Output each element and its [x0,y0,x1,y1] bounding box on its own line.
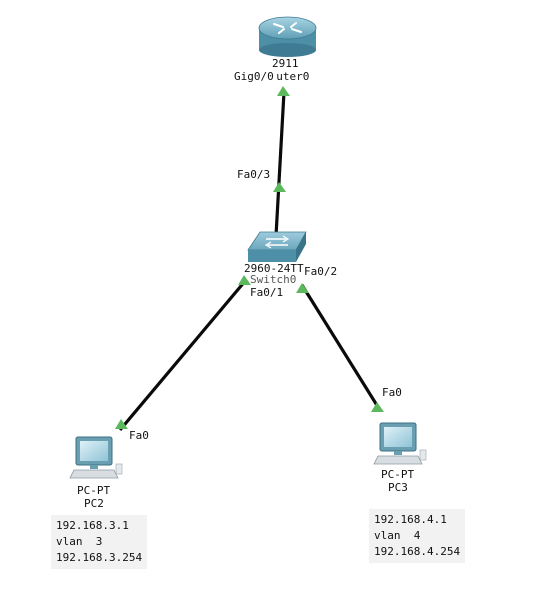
link-switch-pc3[interactable] [300,284,380,408]
port-label-router-gig0-0: Gig0/0 [234,70,276,83]
pc2-icon[interactable] [69,436,123,479]
pc2-model-label: PC-PT [77,484,111,497]
pc3-icon[interactable] [373,422,427,465]
link-up-indicator-switch-fa01 [238,275,251,285]
port-label-switch-fa0-3: Fa0/3 [237,168,271,181]
port-label-pc3-fa0: Fa0 [382,386,402,399]
switch-name-label: Switch0 [250,273,297,286]
pc3-name-label: PC3 [388,481,408,494]
link-router-switch[interactable] [274,91,286,237]
link-up-indicator-pc2 [115,419,128,429]
switch-model-label: 2960-24TT [244,262,304,275]
link-up-indicator-pc3 [371,402,384,412]
router-model-label: 2911 [272,57,299,70]
pc2-name-label: PC2 [84,497,104,510]
pc2-note-ip: 192.168.3.1 [56,519,129,532]
pc3-note-vlan: vlan 4 [374,529,421,542]
pc2-config-note: 192.168.3.1 vlan 3 192.168.3.254 [51,515,148,569]
port-label-pc2-fa0: Fa0 [129,429,149,442]
link-up-indicator-switch-fa03 [273,182,286,192]
port-label-switch-fa0-1: Fa0/1 [250,286,284,299]
port-label-switch-fa0-2: Fa0/2 [304,265,338,278]
pc3-note-ip: 192.168.4.1 [374,513,447,526]
pc2-note-gateway: 192.168.3.254 [56,551,143,564]
link-switch-pc2[interactable] [118,278,248,432]
link-up-indicator-switch-fa02 [296,283,309,293]
router-icon[interactable] [258,16,317,57]
pc3-model-label: PC-PT [381,468,415,481]
link-up-indicator-router [277,86,290,96]
switch-icon[interactable] [247,231,307,262]
pc3-config-note: 192.168.4.1 vlan 4 192.168.4.254 [369,509,466,563]
pc3-note-gateway: 192.168.4.254 [374,545,461,558]
pc2-note-vlan: vlan 3 [56,535,103,548]
